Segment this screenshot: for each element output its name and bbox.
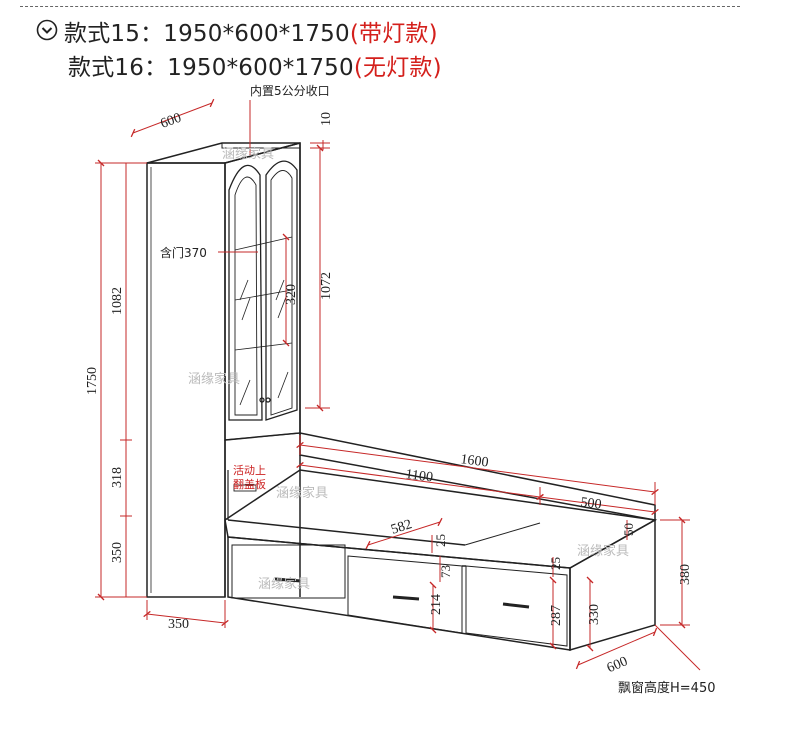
dim-287: 287	[549, 605, 564, 626]
watermark-2: 涵缘家具	[188, 371, 240, 387]
chevron-down-circle-icon	[36, 19, 58, 41]
wardrobe-cabinet	[146, 142, 301, 598]
dim-350-vertical: 350	[110, 542, 125, 563]
dim-25-b: 25	[548, 557, 563, 570]
dimension-lines	[95, 98, 701, 671]
model-16-title: 款式16：1950*600*1750(无灯款)	[68, 48, 442, 82]
watermark-4: 涵缘家具	[577, 543, 629, 559]
model-15-title: 款式15：1950*600*1750(带灯款)	[64, 14, 438, 48]
note-bay-height: 飘窗高度H=450	[618, 680, 715, 696]
dim-10: 10	[319, 112, 334, 126]
dim-1072: 1072	[319, 272, 334, 300]
dim-380: 380	[678, 564, 693, 585]
top-dashed-divider	[20, 6, 740, 7]
dim-1750: 1750	[85, 367, 100, 395]
dim-330: 330	[587, 604, 602, 625]
watermark-3: 涵缘家具	[276, 485, 328, 501]
dim-1082: 1082	[110, 287, 125, 315]
dim-25-a: 25	[433, 534, 448, 547]
dim-582: 582	[389, 517, 414, 538]
lower-niche	[224, 432, 301, 520]
note-lift-1: 活动上	[233, 464, 266, 477]
dim-1600: 1600	[460, 452, 490, 470]
note-top-notch: 内置5公分收口	[250, 84, 330, 98]
dim-600-top: 600	[159, 111, 184, 132]
glass-doors	[228, 160, 298, 421]
model-16-variant: (无灯款)	[353, 55, 442, 81]
dim-318: 318	[110, 467, 125, 488]
dim-73: 73	[438, 565, 453, 578]
model-15-variant: (带灯款)	[349, 21, 438, 47]
watermark-1: 涵缘家具	[222, 146, 274, 162]
note-door: 含门370	[160, 245, 207, 260]
model-15-spec: 款式15：1950*600*1750	[64, 21, 350, 47]
dim-500: 500	[580, 495, 603, 512]
watermark-5: 涵缘家具	[258, 576, 310, 592]
dim-600-bottom: 600	[605, 654, 630, 676]
dim-214: 214	[429, 594, 444, 615]
dim-320: 320	[284, 284, 299, 305]
model-16-spec: 款式16：1950*600*1750	[68, 55, 354, 81]
dim-50: 50	[621, 523, 636, 536]
dim-1100: 1100	[405, 467, 434, 485]
dim-350-horizontal: 350	[168, 617, 189, 632]
note-lift-2: 翻盖板	[233, 477, 266, 491]
